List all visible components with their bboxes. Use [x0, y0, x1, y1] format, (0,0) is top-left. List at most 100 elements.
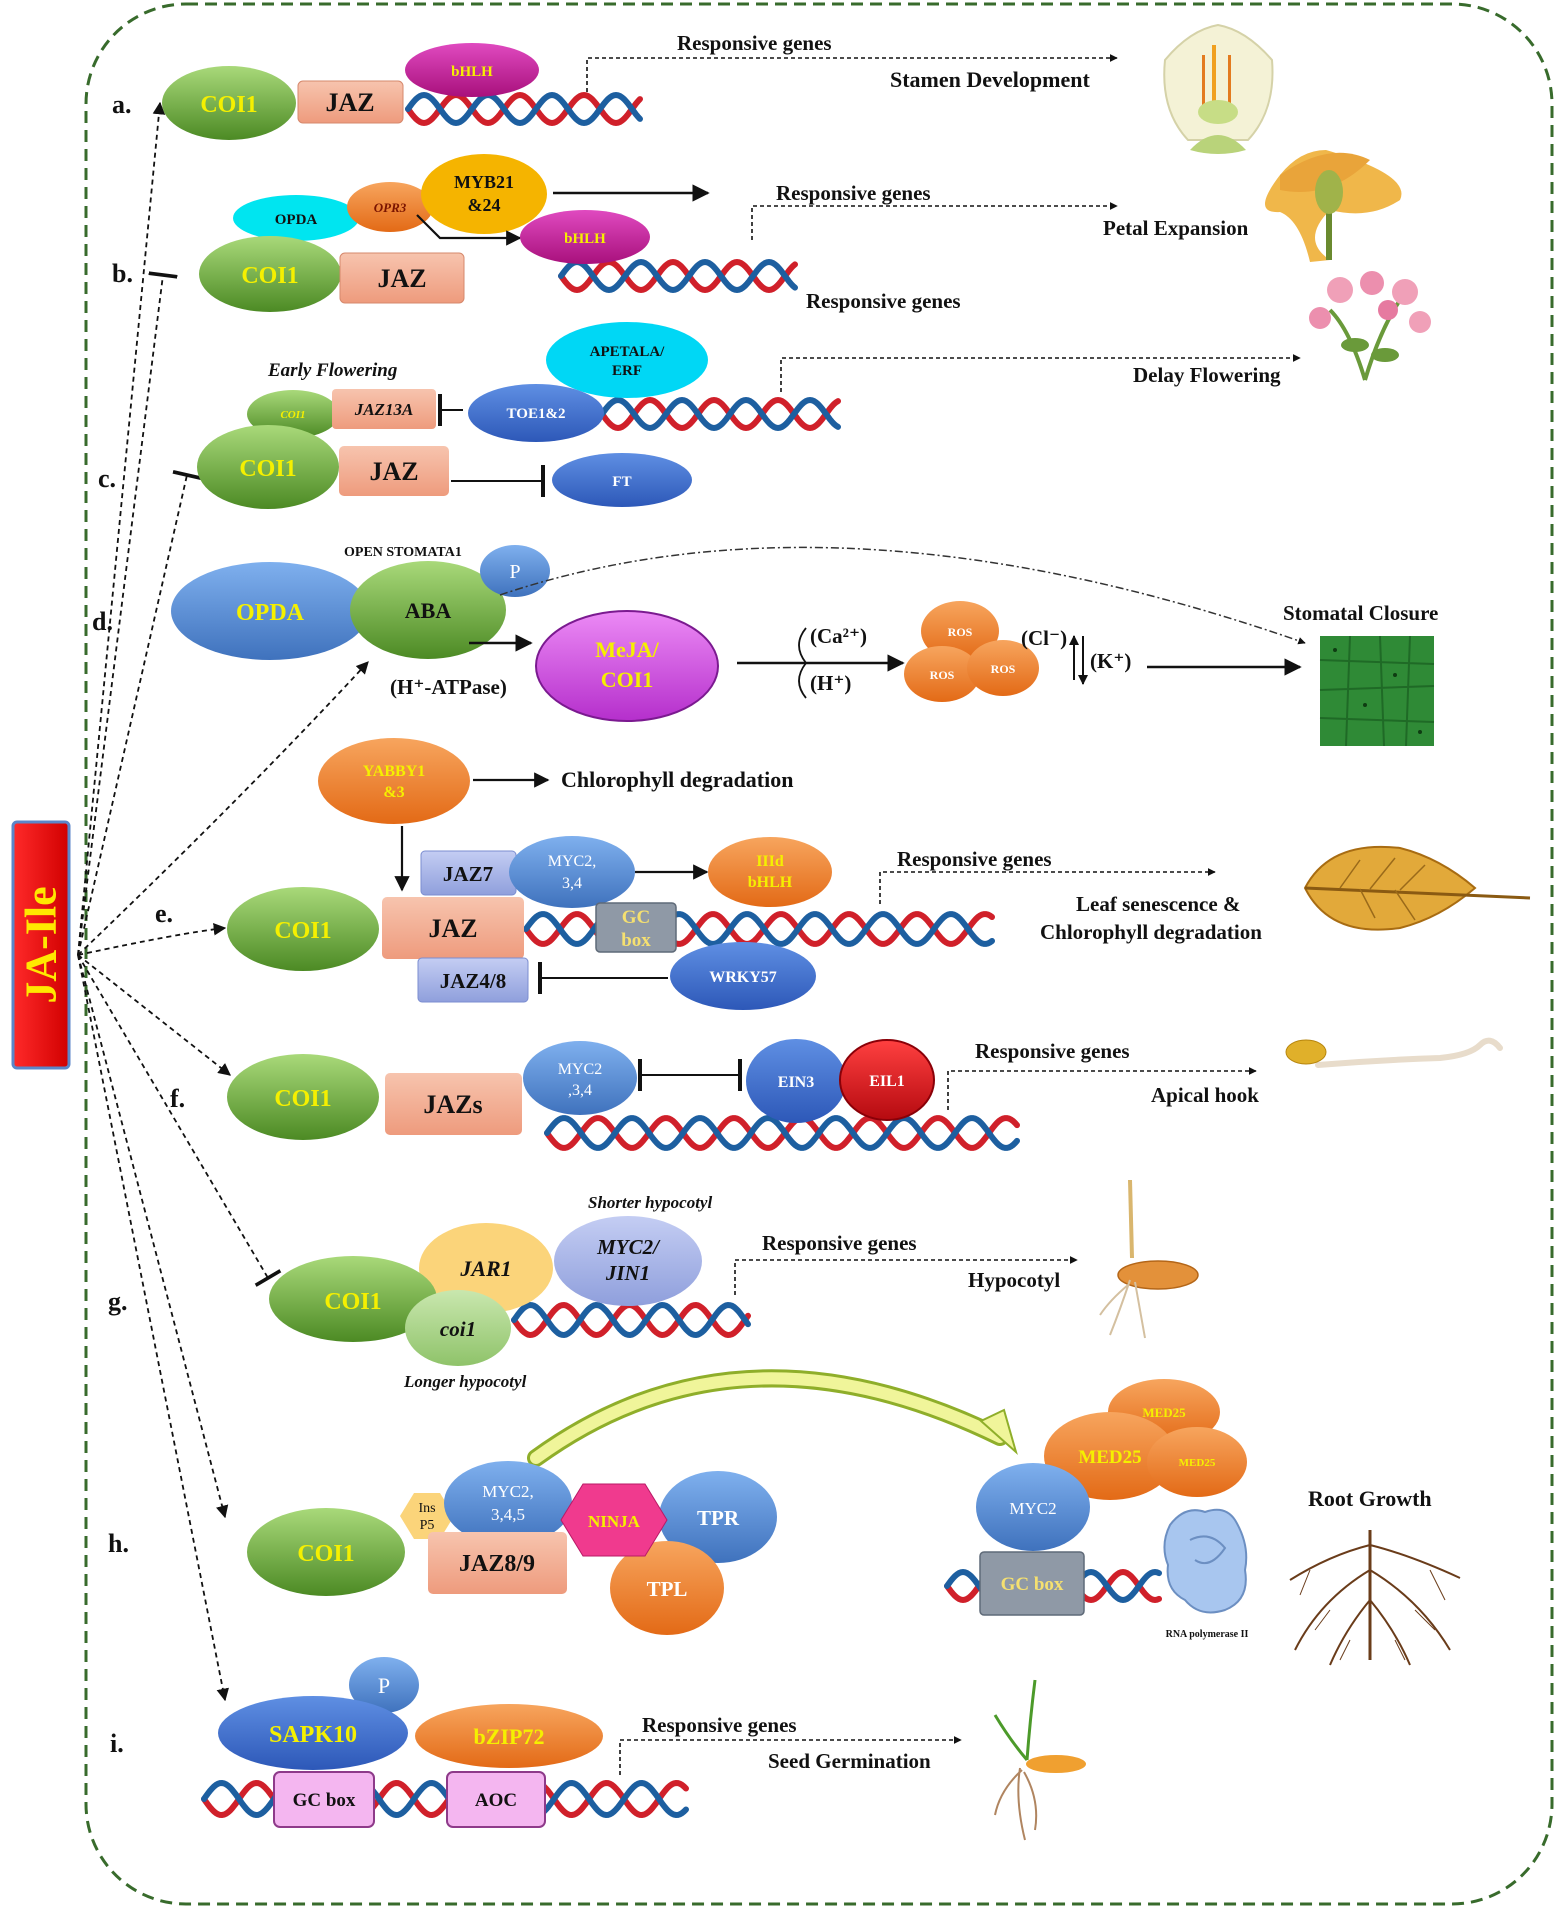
myc2-label-1: MYC2, [482, 1482, 533, 1501]
sapk10-label: SAPK10 [269, 1722, 357, 1748]
coi1-node [162, 66, 296, 140]
opda-label: OPDA [236, 600, 305, 626]
coi1-node [199, 236, 341, 312]
gc-box-label: GC box [293, 1790, 356, 1811]
diagram-frame [84, 2, 1554, 1906]
med25-label-right: MED25 [1179, 1457, 1216, 1469]
dna-strand-b-blue [558, 258, 798, 294]
tobacco-flower-icon [1309, 271, 1431, 381]
myb-label-2: &24 [468, 195, 501, 215]
coi1-label: COI1 [239, 456, 296, 482]
delay-flowering-label: Delay Flowering [1133, 363, 1281, 387]
panel-a: COI1 JAZ bHLH Responsive genes Stamen De… [162, 23, 1274, 154]
aba-label: ABA [405, 598, 452, 623]
iiid-label-1: IIId [756, 853, 784, 870]
med25-node-right [1147, 1427, 1247, 1497]
responsive-arrow [879, 868, 1216, 904]
coi1-node [227, 1054, 379, 1140]
ros-node-left [904, 646, 980, 702]
bzip72-node [415, 1704, 603, 1768]
panel-d: OPEN STOMATA1 OPDA ABA P MeJA/ COI1 (H⁺-… [171, 545, 1438, 747]
panel-letter-d: d. [92, 607, 113, 636]
responsive-arrow [734, 1256, 1078, 1295]
ros-node-top [921, 601, 999, 661]
ninja-label: NINJA [588, 1512, 641, 1531]
yabby-node [318, 738, 470, 824]
rna-polymerase-ii-icon [1163, 1508, 1248, 1614]
jazs-node [385, 1073, 522, 1135]
panel-letter-e: e. [155, 899, 173, 928]
myb-label-1: MYB21 [454, 172, 514, 192]
ros-label-right: ROS [991, 662, 1016, 676]
coi1-label: COI1 [324, 1289, 381, 1315]
jaz4-8-node [417, 957, 529, 1003]
arrow-to-e [77, 922, 227, 956]
panel-i: P SAPK10 bZIP72 Responsive genes Seed Ge… [218, 1657, 1086, 1841]
responsive-genes-label: Responsive genes [642, 1713, 797, 1737]
myc2-jin1-label-2: JIN1 [605, 1261, 650, 1285]
eil1-label: EIL1 [869, 1073, 905, 1090]
responsive-genes-top-label: Responsive genes [776, 181, 931, 205]
arrow-to-f [77, 954, 231, 1076]
apetala-label-2: ERF [612, 363, 642, 379]
wrky57-node [670, 942, 816, 1010]
coi1-label: COI1 [200, 92, 257, 118]
phosphate-p-label: P [378, 1673, 390, 1698]
jaz-label: JAZ [325, 88, 374, 117]
panel-letter-i: i. [110, 1729, 124, 1758]
med25-node-middle [1044, 1412, 1176, 1500]
panel-c: Early Flowering COI1 JAZ13A APETALA/ ERF… [197, 271, 1431, 509]
myc2-node [444, 1461, 572, 1545]
tpl-node [610, 1541, 724, 1635]
responsive-genes-label: Responsive genes [897, 847, 1052, 871]
gc-box-label-1: GC [622, 907, 651, 928]
coi1-node [227, 887, 379, 971]
jaz8-9-node [428, 1532, 567, 1594]
dna-strand-g-blue [511, 1301, 751, 1339]
apical-hook-seedling-icon [1285, 1037, 1503, 1068]
coi1-small-label: COI1 [280, 409, 305, 421]
dna-strand-b-red [558, 258, 798, 294]
ja-ile-main-label: JA-Ile [11, 820, 71, 1070]
myc2-node [509, 836, 635, 908]
myc2-label-2: 3,4 [562, 875, 582, 892]
leaf-senescence-label: Leaf senescence & [1076, 892, 1240, 916]
jaz-label: JAZ [369, 457, 418, 486]
toe1-2-node [468, 384, 604, 442]
shorter-hypocotyl-label: Shorter hypocotyl [588, 1193, 712, 1212]
coi1-mutant-node [405, 1290, 511, 1366]
bhlh-label: bHLH [564, 231, 606, 247]
panel-letter-a: a. [112, 90, 132, 119]
jaz-node [339, 252, 465, 304]
arrow-to-h [77, 954, 229, 1519]
meja-coi1-node [535, 610, 719, 722]
germinating-seed-icon [993, 1679, 1086, 1841]
opda-node [233, 195, 359, 241]
stomatal-closure-label: Stomatal Closure [1283, 601, 1438, 625]
arrow-to-c [77, 470, 202, 956]
hypocotyl-seedling-icon [1099, 1179, 1199, 1339]
jar1-label: JAR1 [459, 1256, 511, 1281]
arrow-to-i [77, 954, 229, 1702]
myc2-label-1: MYC2 [558, 1061, 602, 1078]
panel-letter-f: f. [170, 1084, 185, 1113]
jazs-label: JAZs [423, 1090, 482, 1119]
tpr-node [659, 1471, 777, 1563]
panel-letters: a. b. c. d. e. f. g. h. i. [92, 90, 185, 1758]
opda-label: OPDA [275, 212, 318, 228]
dna-strand-f-red [544, 1115, 1020, 1151]
gc-box-node [595, 902, 677, 953]
aoc-label: AOC [475, 1790, 517, 1811]
aoc-node [446, 1771, 546, 1828]
hypocotyl-label: Hypocotyl [968, 1268, 1060, 1292]
jaz-label: JAZ [428, 914, 477, 943]
myc2-node [523, 1041, 637, 1115]
ros-label-top: ROS [948, 625, 973, 639]
gc-box-node [979, 1551, 1085, 1616]
ft-node [552, 453, 692, 507]
coi1-node [197, 425, 339, 509]
coi1-label: COI1 [274, 918, 331, 944]
coi1-label: COI1 [274, 1086, 331, 1112]
arrow-to-a [77, 101, 166, 956]
dna-strand-a-blue [405, 91, 643, 127]
